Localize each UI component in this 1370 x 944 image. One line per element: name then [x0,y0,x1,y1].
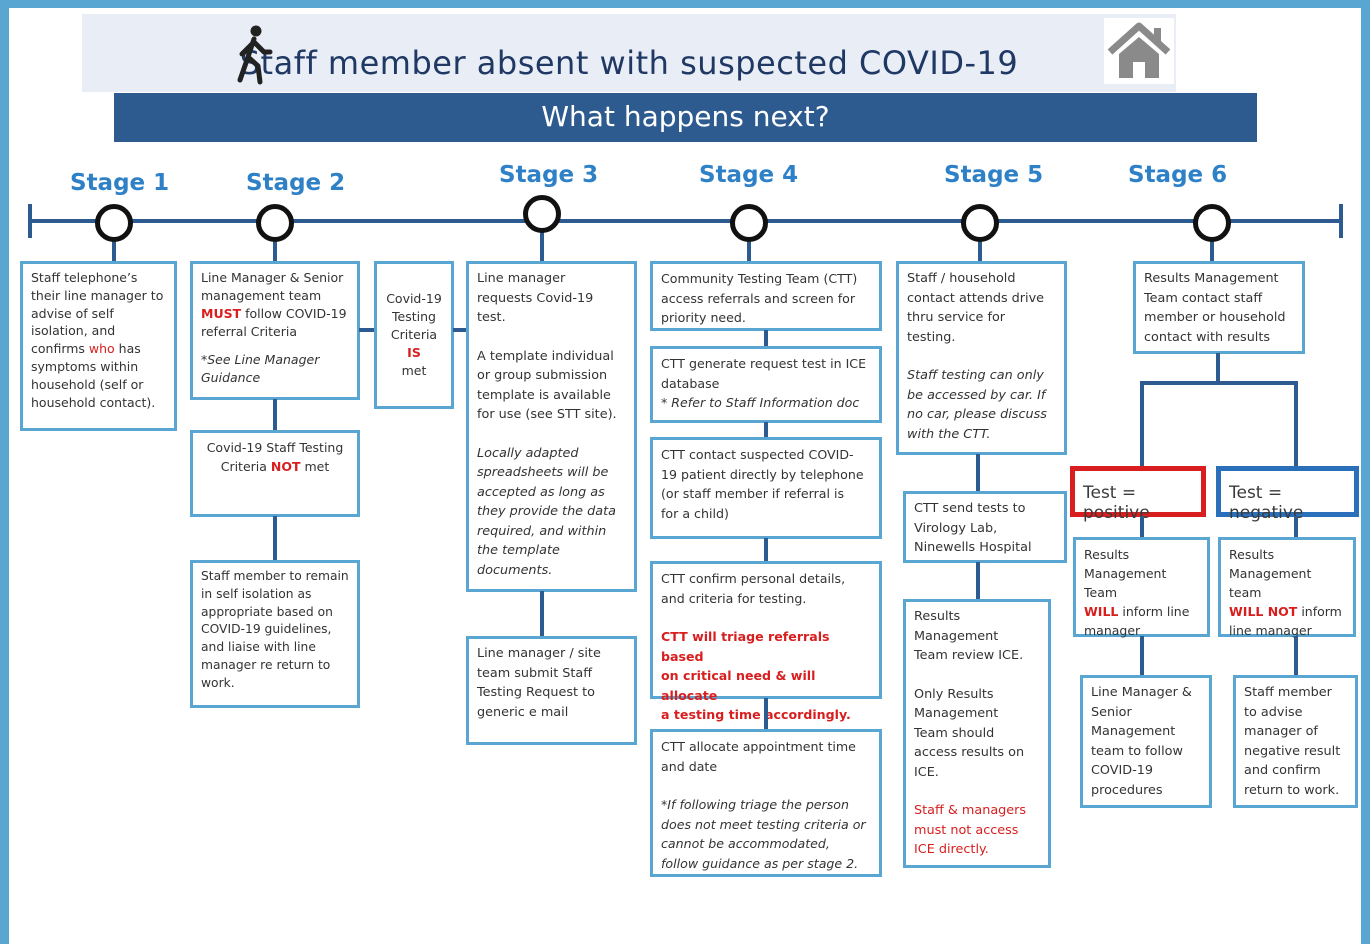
connector [359,328,375,332]
connector [273,516,277,561]
connector [1140,381,1144,467]
connector [764,538,768,562]
connector [976,454,980,492]
stage-5-label: Stage 5 [944,162,1044,188]
connector [976,562,980,600]
connector [1140,381,1298,385]
connector [1140,516,1144,538]
stage-3-label: Stage 3 [499,162,599,188]
connector [764,422,768,438]
connector [764,330,768,347]
timeline [28,219,1342,223]
page-title: Staff member absent with suspected COVID… [239,44,1019,82]
stage-3-node [523,195,561,233]
connector [540,228,544,262]
timeline-end-tick [1339,204,1343,238]
connector [747,236,751,262]
connector [273,236,277,262]
subtitle-band: What happens next? [114,93,1257,142]
connector [1294,636,1298,676]
house-icon [1104,18,1174,84]
connector [764,698,768,730]
stage-4-label: Stage 4 [699,162,799,188]
connector [1210,236,1214,262]
connector [540,591,544,637]
title-band: Staff member absent with suspected COVID… [82,14,1176,92]
connector [1294,381,1298,467]
stage-5-node [961,204,999,242]
stage-4-ctt-access-box: Community Testing Team (CTT)access refer… [650,261,882,331]
stage-4-triage-box: CTT confirm personal details,and criteri… [650,561,882,722]
stage-6-label: Stage 6 [1128,162,1228,188]
connector [273,399,277,431]
stage-6-node [1193,204,1231,242]
stage-1-label: Stage 1 [70,170,170,196]
person-walking-icon [237,25,273,85]
criteria-not-met-box: Covid-19 Staff Testing Criteria NOT met [190,430,360,517]
stage-2-node [256,204,294,242]
stage-2-label: Stage 2 [246,170,346,196]
stage-4-contact-box: CTT contact suspected COVID-19 patient d… [650,437,882,539]
connector [112,236,116,262]
subtitle: What happens next? [541,100,830,133]
connector [1294,516,1298,538]
test-positive-box: Test = positive [1070,466,1206,523]
test-negative-box: Test = negative [1216,466,1359,523]
connector [978,236,982,262]
stage-1-node [95,204,133,242]
connector [453,328,467,332]
connector [1216,353,1220,383]
connector [1140,636,1144,676]
timeline-start-tick [28,204,32,238]
stage-4-node [730,204,768,242]
